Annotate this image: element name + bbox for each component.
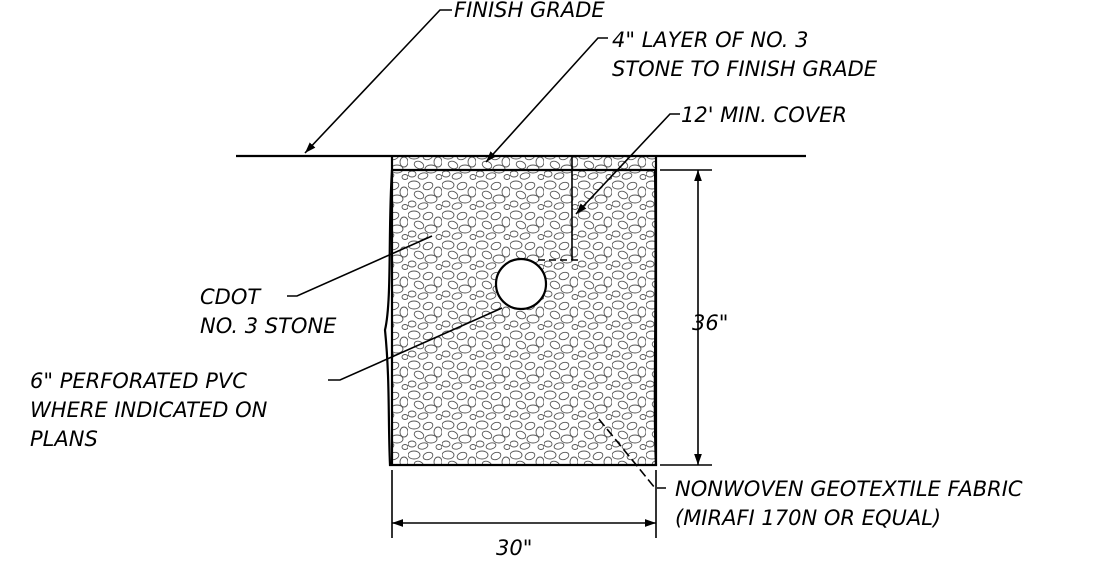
- pvc-leader: [328, 307, 503, 381]
- cdot-stone-leader: [287, 235, 433, 297]
- finish-grade-label: FINISH GRADE: [454, 0, 605, 22]
- height-dim-text: 36": [692, 311, 728, 335]
- min-cover-leader: [575, 113, 680, 215]
- pvc-label-line2: WHERE INDICATED ON: [30, 398, 268, 422]
- min-cover-label: 12' MIN. COVER: [681, 103, 847, 127]
- stone-layer-label-line2: STONE TO FINISH GRADE: [612, 57, 878, 81]
- perforated-pvc-pipe: [494, 257, 548, 311]
- pvc-label-line1: 6" PERFORATED PVC: [30, 369, 247, 393]
- geotextile-label-line2: (MIRAFI 170N OR EQUAL): [675, 506, 941, 530]
- stone-layer-fill: [392, 157, 656, 465]
- geotextile-leader: [597, 417, 666, 489]
- pvc-label-line3: PLANS: [30, 427, 98, 451]
- finish-grade-leader: [304, 9, 452, 154]
- width-dim-text: 30": [496, 536, 532, 560]
- cdot-label-line1: CDOT: [200, 285, 262, 309]
- geotextile-label-line1: NONWOVEN GEOTEXTILE FABRIC: [675, 477, 1023, 501]
- cdot-label-line2: NO. 3 STONE: [200, 314, 337, 338]
- stone-layer-label-line1: 4" LAYER OF NO. 3: [612, 28, 809, 52]
- stone-layer-leader: [485, 37, 608, 163]
